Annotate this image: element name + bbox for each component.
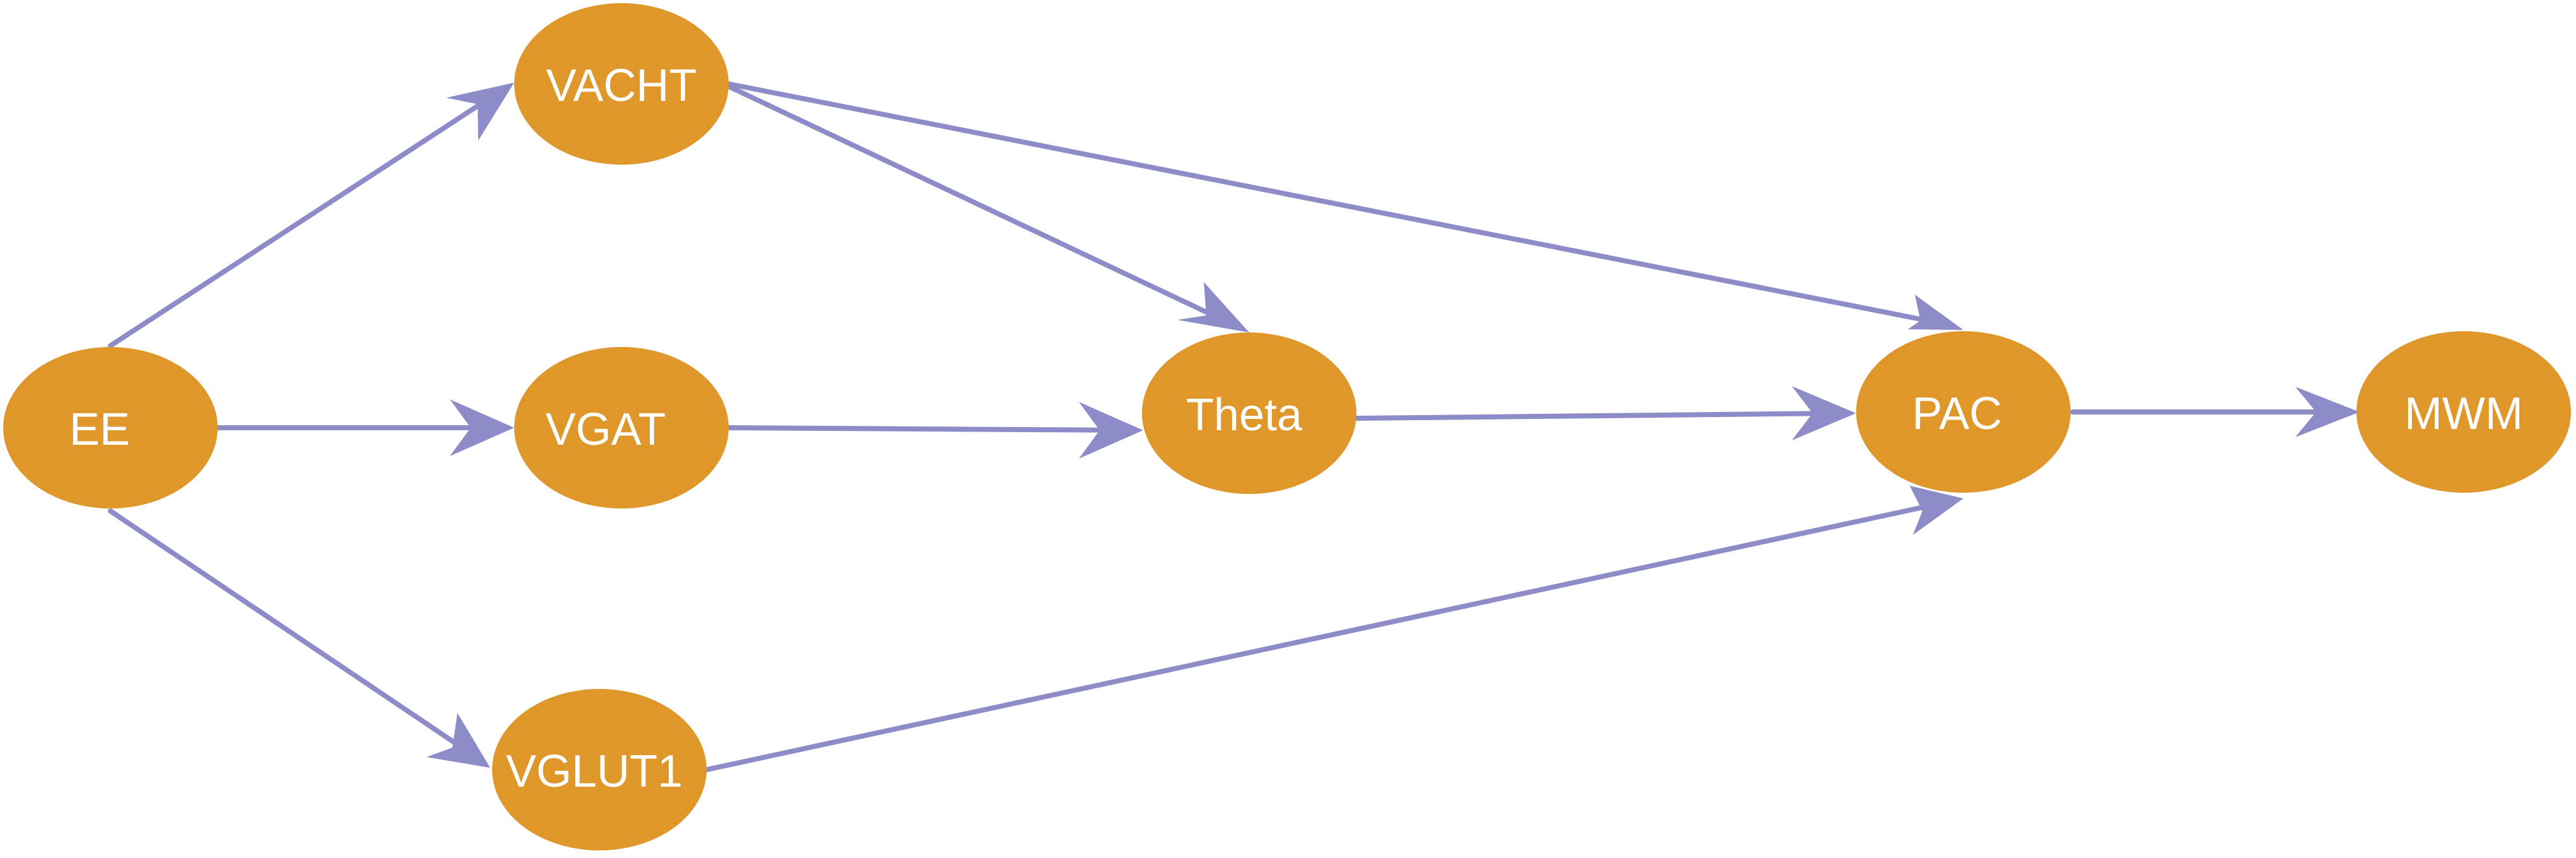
- node-ee-label: EE: [69, 404, 130, 455]
- node-vgat-label: VGAT: [546, 404, 666, 455]
- node-vgat: VGAT: [514, 347, 729, 508]
- edge-ee-to-vacht: [108, 83, 514, 348]
- edge-vacht-to-pac: [726, 81, 1963, 330]
- edge-pac-to-mwm: [2070, 387, 2360, 437]
- edge-vglut1-to-pac: [704, 486, 1963, 772]
- node-pac: PAC: [1856, 331, 2071, 493]
- edge-theta-to-pac: [1354, 386, 1856, 440]
- edge-ee-to-vgat: [215, 399, 514, 456]
- node-vacht-label: VACHT: [546, 61, 697, 111]
- edge-layer: [108, 81, 2360, 772]
- node-vglut1-label: VGLUT1: [506, 746, 683, 797]
- edge-vgat-to-theta: [726, 402, 1143, 459]
- node-pac-label: PAC: [1912, 389, 2003, 439]
- node-theta: Theta: [1142, 332, 1356, 494]
- node-vglut1: VGLUT1: [492, 689, 707, 850]
- node-theta-label: Theta: [1186, 390, 1303, 440]
- node-layer: EE VACHT VGAT VGLUT1 Theta PAC MWM: [3, 3, 2571, 850]
- node-mwm: MWM: [2356, 331, 2571, 493]
- node-vacht: VACHT: [514, 3, 729, 165]
- node-mwm-label: MWM: [2404, 389, 2523, 439]
- edge-vacht-to-theta: [726, 84, 1249, 332]
- node-ee: EE: [3, 347, 218, 508]
- edge-ee-to-vglut1: [108, 508, 490, 768]
